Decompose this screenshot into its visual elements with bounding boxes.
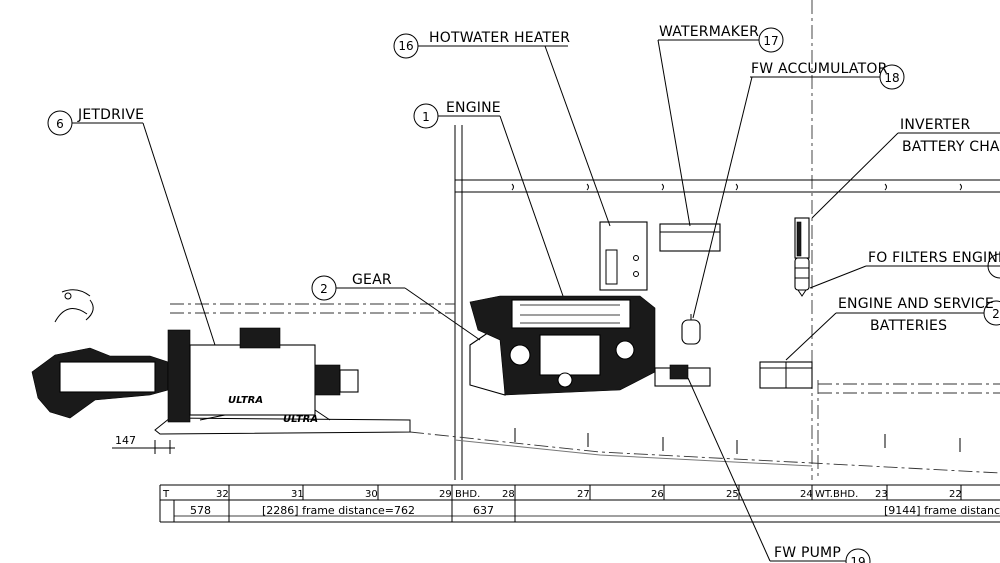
callout-batteries: ENGINE AND SERVICE BATTERIES 2 <box>785 296 1000 361</box>
callout-fo-filters: FO FILTERS ENGINE <box>809 250 1000 289</box>
frame-label-23: 23 <box>875 489 888 500</box>
frame-label-27: 27 <box>577 489 590 500</box>
callout-label: FO FILTERS ENGINE <box>868 250 1000 266</box>
callout-fw-pump: FW PUMP 19 <box>687 377 871 563</box>
callout-fw-accumulator: 18 FW ACCUMULATOR <box>692 61 905 319</box>
callout-number: 2 <box>992 307 1000 321</box>
callout-label: JETDRIVE <box>77 107 144 123</box>
frame-label-31: 31 <box>291 489 304 500</box>
frame-label-28: 28 <box>502 489 515 500</box>
hull-structure <box>170 0 1000 480</box>
watermaker-unit <box>659 223 721 252</box>
callout-engine: 1 ENGINE <box>413 100 564 297</box>
callout-gear: 2 GEAR <box>311 272 481 341</box>
fw-pump-unit <box>654 364 711 387</box>
frame-label-25: 25 <box>726 489 739 500</box>
callout-number: 18 <box>884 71 899 85</box>
callout-jetdrive: 6 JETDRIVE <box>47 107 216 346</box>
dimension-578: 578 <box>190 504 211 517</box>
bhd-marker: BHD. <box>455 489 480 500</box>
dimension-2286: [2286] frame distance=762 <box>262 504 415 517</box>
fw-accumulator-unit <box>681 314 701 345</box>
stern-dimension: 147 <box>112 434 175 454</box>
jetdrive-brand-text: ULTRA <box>228 395 263 406</box>
batteries-unit <box>759 361 813 389</box>
callout-number: 1 <box>422 110 430 124</box>
callout-number: 16 <box>398 39 413 53</box>
callout-label: WATERMAKER <box>659 24 759 40</box>
callout-number: 19 <box>850 555 865 563</box>
callout-label: ENGINE <box>446 100 501 116</box>
callout-watermaker: 17 WATERMAKER <box>657 24 784 227</box>
dimension-637: 637 <box>473 504 494 517</box>
callout-label-line2: BATTERY CHA <box>902 139 1000 155</box>
inverter-unit <box>794 217 810 259</box>
callout-label: FW ACCUMULATOR <box>751 61 888 77</box>
callout-label-line2: BATTERIES <box>870 318 947 334</box>
frame-label-32: 32 <box>216 489 229 500</box>
callout-label: FW PUMP <box>774 545 841 561</box>
callout-number: 2 <box>320 282 328 296</box>
frame-scale: T 32 31 30 29 BHD. 28 27 26 25 24 WT.BHD… <box>159 484 1000 523</box>
callout-hotwater-heater: 16 HOTWATER HEATER <box>393 30 611 227</box>
base-brand-text: ULTRA <box>283 414 318 425</box>
hotwater-heater-unit <box>599 221 648 291</box>
frame-label-30: 30 <box>365 489 378 500</box>
engine-and-gear <box>469 295 656 396</box>
stern-dimension-text: 147 <box>115 434 136 447</box>
wt-bhd-marker: WT.BHD. <box>815 489 858 500</box>
frame-label-22: 22 <box>949 489 962 500</box>
callout-number: 6 <box>56 117 64 131</box>
callout-label: HOTWATER HEATER <box>429 30 570 46</box>
callout-label: INVERTER <box>900 117 971 133</box>
callout-label: ENGINE AND SERVICE <box>838 296 994 312</box>
callout-inverter: INVERTER BATTERY CHA <box>811 117 1000 219</box>
frame-label-t: T <box>162 489 170 500</box>
fo-filters-unit <box>794 257 810 297</box>
frame-label-24: 24 <box>800 489 813 500</box>
callout-label: GEAR <box>352 272 392 288</box>
callout-number: 17 <box>763 34 778 48</box>
jetdrive-assembly: ULTRA ULTRA <box>31 289 411 435</box>
frame-label-29: 29 <box>439 489 452 500</box>
frame-label-26: 26 <box>651 489 664 500</box>
dimension-9144: [9144] frame distanc <box>884 504 1000 517</box>
